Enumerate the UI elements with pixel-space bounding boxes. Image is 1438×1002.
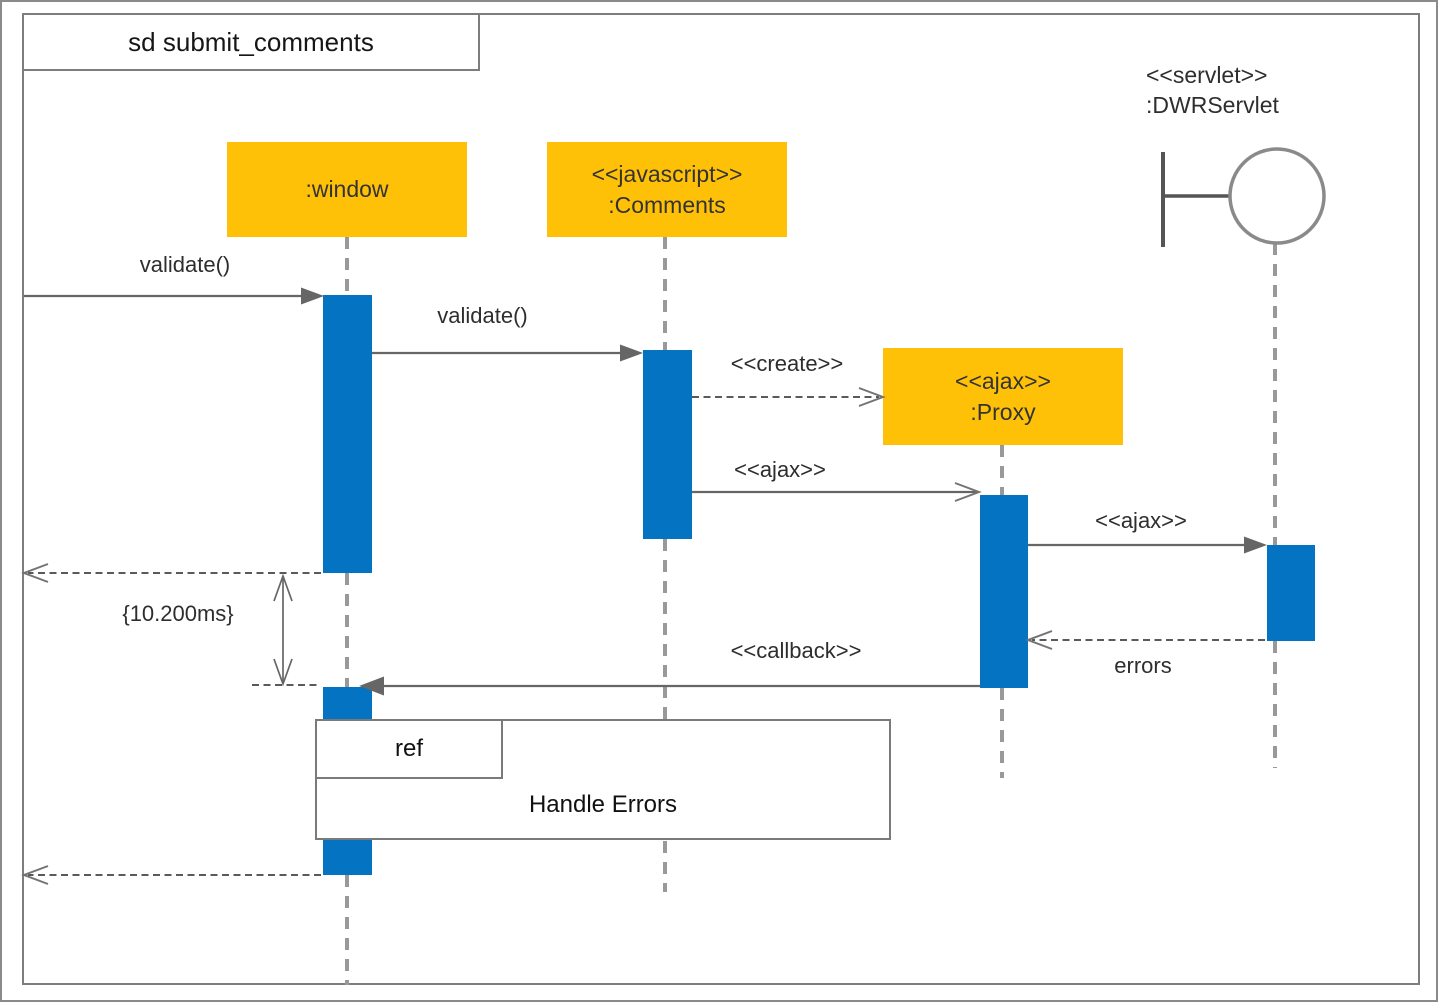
message-callback-label: <<callback>> (730, 638, 862, 663)
message-validate-in-label: validate() (139, 252, 231, 277)
window-activation-1 (323, 295, 372, 573)
servlet-boundary-icon (1161, 147, 1326, 247)
comments-lifeline-segment-1 (663, 237, 667, 350)
participant-comments: <<javascript>> :Comments (547, 142, 787, 237)
diagram-title-box: sd submit_comments (22, 13, 480, 71)
window-lifeline-segment-1 (345, 237, 349, 295)
proxy-activation (980, 495, 1028, 688)
participant-proxy-stereotype: <<ajax>> (955, 368, 1051, 395)
servlet-lifeline-segment-2 (1273, 641, 1277, 768)
participant-servlet-name: :DWRServlet (1146, 92, 1279, 118)
servlet-lifeline-segment-1 (1273, 243, 1277, 545)
participant-comments-stereotype: <<javascript>> (591, 161, 743, 188)
message-validate-label: validate() (437, 303, 528, 328)
participant-window: :window (227, 142, 467, 237)
message-ajax-forward-label: <<ajax>> (1095, 508, 1187, 533)
proxy-lifeline-segment-2 (1000, 688, 1004, 778)
message-ajax-request-label: <<ajax>> (734, 457, 826, 482)
participant-servlet-label: <<servlet>> :DWRServlet (1146, 60, 1279, 120)
ref-fragment-name: Handle Errors (528, 791, 678, 818)
participant-servlet-stereotype: <<servlet>> (1146, 62, 1268, 88)
participant-proxy-name: :Proxy (970, 398, 1036, 425)
ref-fragment-operator-box: ref (315, 719, 503, 779)
servlet-activation (1267, 545, 1315, 641)
participant-proxy: <<ajax>> :Proxy (883, 348, 1123, 445)
diagram-title: sd submit_comments (128, 26, 374, 57)
message-errors-label: errors (1114, 653, 1172, 678)
ref-fragment-operator: ref (394, 735, 423, 762)
comments-lifeline-segment-2 (663, 539, 667, 719)
window-lifeline-segment-2 (345, 573, 349, 687)
sequence-frame (22, 13, 1420, 985)
comments-activation (643, 350, 692, 539)
message-create-label: <<create>> (730, 351, 844, 376)
comments-lifeline-segment-3 (663, 841, 667, 892)
duration-constraint-label: {10.200ms} (122, 601, 234, 626)
participant-window-name: :window (305, 176, 389, 203)
participant-comments-name: :Comments (608, 191, 726, 218)
window-lifeline-segment-3 (345, 875, 349, 985)
proxy-lifeline-segment-1 (1000, 445, 1004, 495)
